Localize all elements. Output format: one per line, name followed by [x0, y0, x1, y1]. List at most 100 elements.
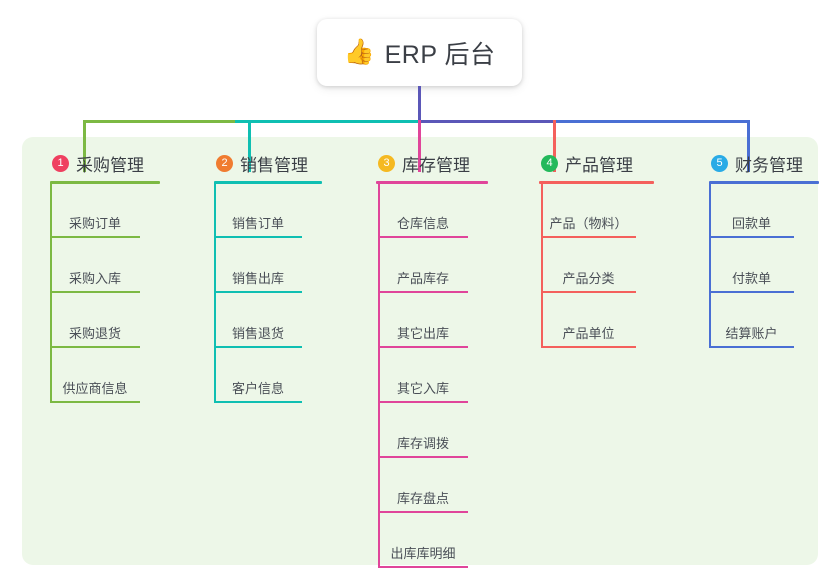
branch-item-label: 出库库明细	[390, 546, 456, 561]
branch-column-2: 2 销售管理销售订单销售出库销售退货客户信息	[200, 148, 322, 403]
connector-drop-finance	[747, 120, 750, 172]
branch-item-label: 库存调拨	[396, 436, 449, 451]
branch-item-underline	[214, 236, 302, 238]
branch-item-label: 库存盘点	[396, 491, 449, 506]
branch-item-underline	[214, 346, 302, 348]
branch-number-badge: 5	[711, 154, 728, 172]
branch-item-label: 采购入库	[68, 271, 121, 286]
branch-item-label: 销售退货	[231, 326, 284, 341]
branch-item-label: 客户信息	[231, 381, 284, 396]
branch-item[interactable]: 其它出库	[378, 310, 468, 348]
branch-item-underline	[50, 236, 140, 238]
connector-segment-green	[83, 120, 235, 123]
branch-item[interactable]: 其它入库	[378, 365, 468, 403]
branch-item-underline	[378, 291, 468, 293]
branch-item-label: 产品分类	[562, 271, 615, 286]
branch-item-underline	[378, 456, 468, 458]
branch-item-underline	[378, 511, 468, 513]
branch-item[interactable]: 产品单位	[541, 310, 636, 348]
connector-segment-indigo	[418, 120, 553, 123]
branch-column-3: 3 库存管理仓库信息产品库存其它出库其它入库库存调拨库存盘点出库库明细	[362, 148, 488, 568]
branch-item-underline	[50, 346, 140, 348]
connector-drop-product	[553, 120, 556, 172]
branch-item-underline	[541, 236, 636, 238]
branch-item[interactable]: 采购退货	[50, 310, 140, 348]
branch-item[interactable]: 产品（物料）	[541, 200, 636, 238]
branch-underline	[50, 181, 160, 184]
branch-item[interactable]: 回款单	[709, 200, 794, 238]
branch-item-underline	[541, 291, 636, 293]
branch-item[interactable]: 采购订单	[50, 200, 140, 238]
thumbs-up-icon: 👍	[343, 38, 375, 66]
branch-item[interactable]: 供应商信息	[50, 365, 140, 403]
branch-item-underline	[50, 291, 140, 293]
root-node[interactable]: 👍 ERP 后台	[317, 19, 522, 86]
branch-item[interactable]: 付款单	[709, 255, 794, 293]
branch-underline	[214, 181, 322, 184]
branch-item[interactable]: 结算账户	[709, 310, 794, 348]
branch-item-label: 供应商信息	[62, 381, 128, 396]
branch-number-badge: 2	[216, 154, 233, 172]
branch-item-label: 仓库信息	[396, 216, 449, 231]
branch-item[interactable]: 采购入库	[50, 255, 140, 293]
branches-panel	[22, 137, 818, 565]
branch-spine	[541, 182, 543, 348]
branch-item[interactable]: 库存调拨	[378, 420, 468, 458]
branch-header-3[interactable]: 3 库存管理	[362, 148, 477, 178]
branch-item-underline	[378, 236, 468, 238]
branch-number-badge: 3	[378, 154, 395, 172]
branch-item-underline	[378, 401, 468, 403]
branch-item-label: 回款单	[731, 216, 771, 231]
branch-header-5[interactable]: 5 财务管理	[695, 148, 805, 178]
branch-item-underline	[214, 401, 302, 403]
branch-item-underline	[709, 346, 794, 348]
branch-item[interactable]: 仓库信息	[378, 200, 468, 238]
branch-item[interactable]: 销售出库	[214, 255, 302, 293]
connector-segment-teal	[235, 120, 418, 123]
branch-spine	[709, 182, 711, 348]
branch-item-underline	[378, 346, 468, 348]
branch-item[interactable]: 客户信息	[214, 365, 302, 403]
branch-item-label: 产品库存	[396, 271, 449, 286]
branch-title: 销售管理	[240, 155, 308, 175]
branch-item-label: 结算账户	[725, 326, 778, 341]
branch-item-underline	[214, 291, 302, 293]
branch-item-label: 其它出库	[396, 326, 449, 341]
branch-title: 财务管理	[735, 155, 803, 175]
root-title: ERP 后台	[384, 40, 496, 69]
branch-item[interactable]: 出库库明细	[378, 530, 468, 568]
branch-header-2[interactable]: 2 销售管理	[200, 148, 312, 178]
branch-item-underline	[378, 566, 468, 568]
branch-item-label: 产品单位	[562, 326, 615, 341]
branch-underline	[709, 181, 819, 184]
branch-number-badge: 4	[541, 154, 558, 172]
branch-item[interactable]: 产品分类	[541, 255, 636, 293]
connector-segment-blue	[553, 120, 748, 123]
branch-underline	[376, 181, 488, 184]
branch-item-underline	[709, 236, 794, 238]
branch-title: 库存管理	[402, 155, 470, 175]
branch-item-underline	[541, 346, 636, 348]
branch-item-label: 产品（物料）	[549, 216, 628, 231]
connector-drop-sales	[248, 120, 251, 172]
branch-column-5: 5 财务管理回款单付款单结算账户	[695, 148, 819, 348]
branch-item-label: 采购退货	[68, 326, 121, 341]
branch-item-label: 付款单	[731, 271, 771, 286]
branch-item-label: 采购订单	[68, 216, 121, 231]
branch-spine	[378, 182, 380, 568]
branch-item[interactable]: 销售订单	[214, 200, 302, 238]
branch-item[interactable]: 库存盘点	[378, 475, 468, 513]
connector-drop-purchase	[83, 120, 86, 172]
branch-item[interactable]: 产品库存	[378, 255, 468, 293]
branch-item-underline	[709, 291, 794, 293]
connector-drop-inventory	[418, 120, 421, 172]
branch-item-label: 销售订单	[231, 216, 284, 231]
branch-item[interactable]: 销售退货	[214, 310, 302, 348]
branch-number-badge: 1	[52, 154, 69, 172]
root-stem-connector	[418, 86, 421, 123]
